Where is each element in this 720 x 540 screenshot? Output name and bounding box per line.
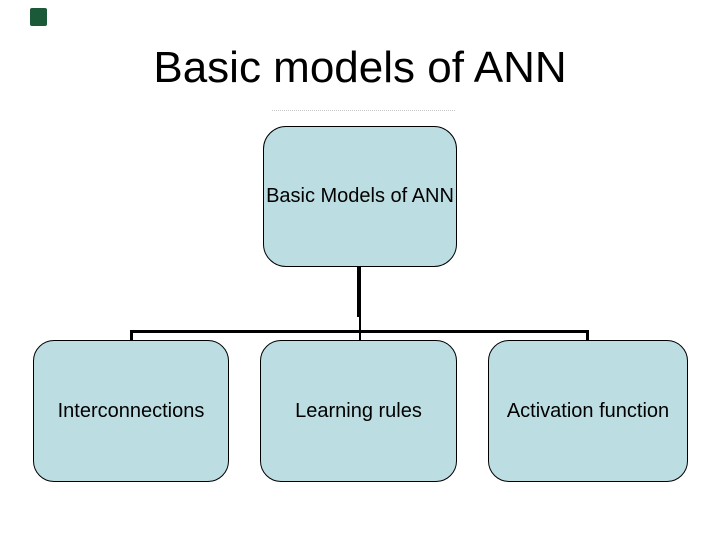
diagram-node-activation-function: Activation function <box>488 340 688 482</box>
connector-rail <box>130 330 589 333</box>
connector-drop-left <box>130 332 133 341</box>
connector-stem <box>357 266 361 317</box>
slide-decoration-square <box>30 8 47 26</box>
diagram-node-learning-rules: Learning rules <box>260 340 457 482</box>
slide-title: Basic models of ANN <box>153 43 567 92</box>
placeholder-dotted-edge <box>272 110 455 111</box>
diagram-node-interconnections: Interconnections <box>33 340 229 482</box>
connector-stem-lower <box>359 315 361 342</box>
diagram-root-node: Basic Models of ANN <box>263 126 457 267</box>
connector-drop-right <box>586 332 589 341</box>
